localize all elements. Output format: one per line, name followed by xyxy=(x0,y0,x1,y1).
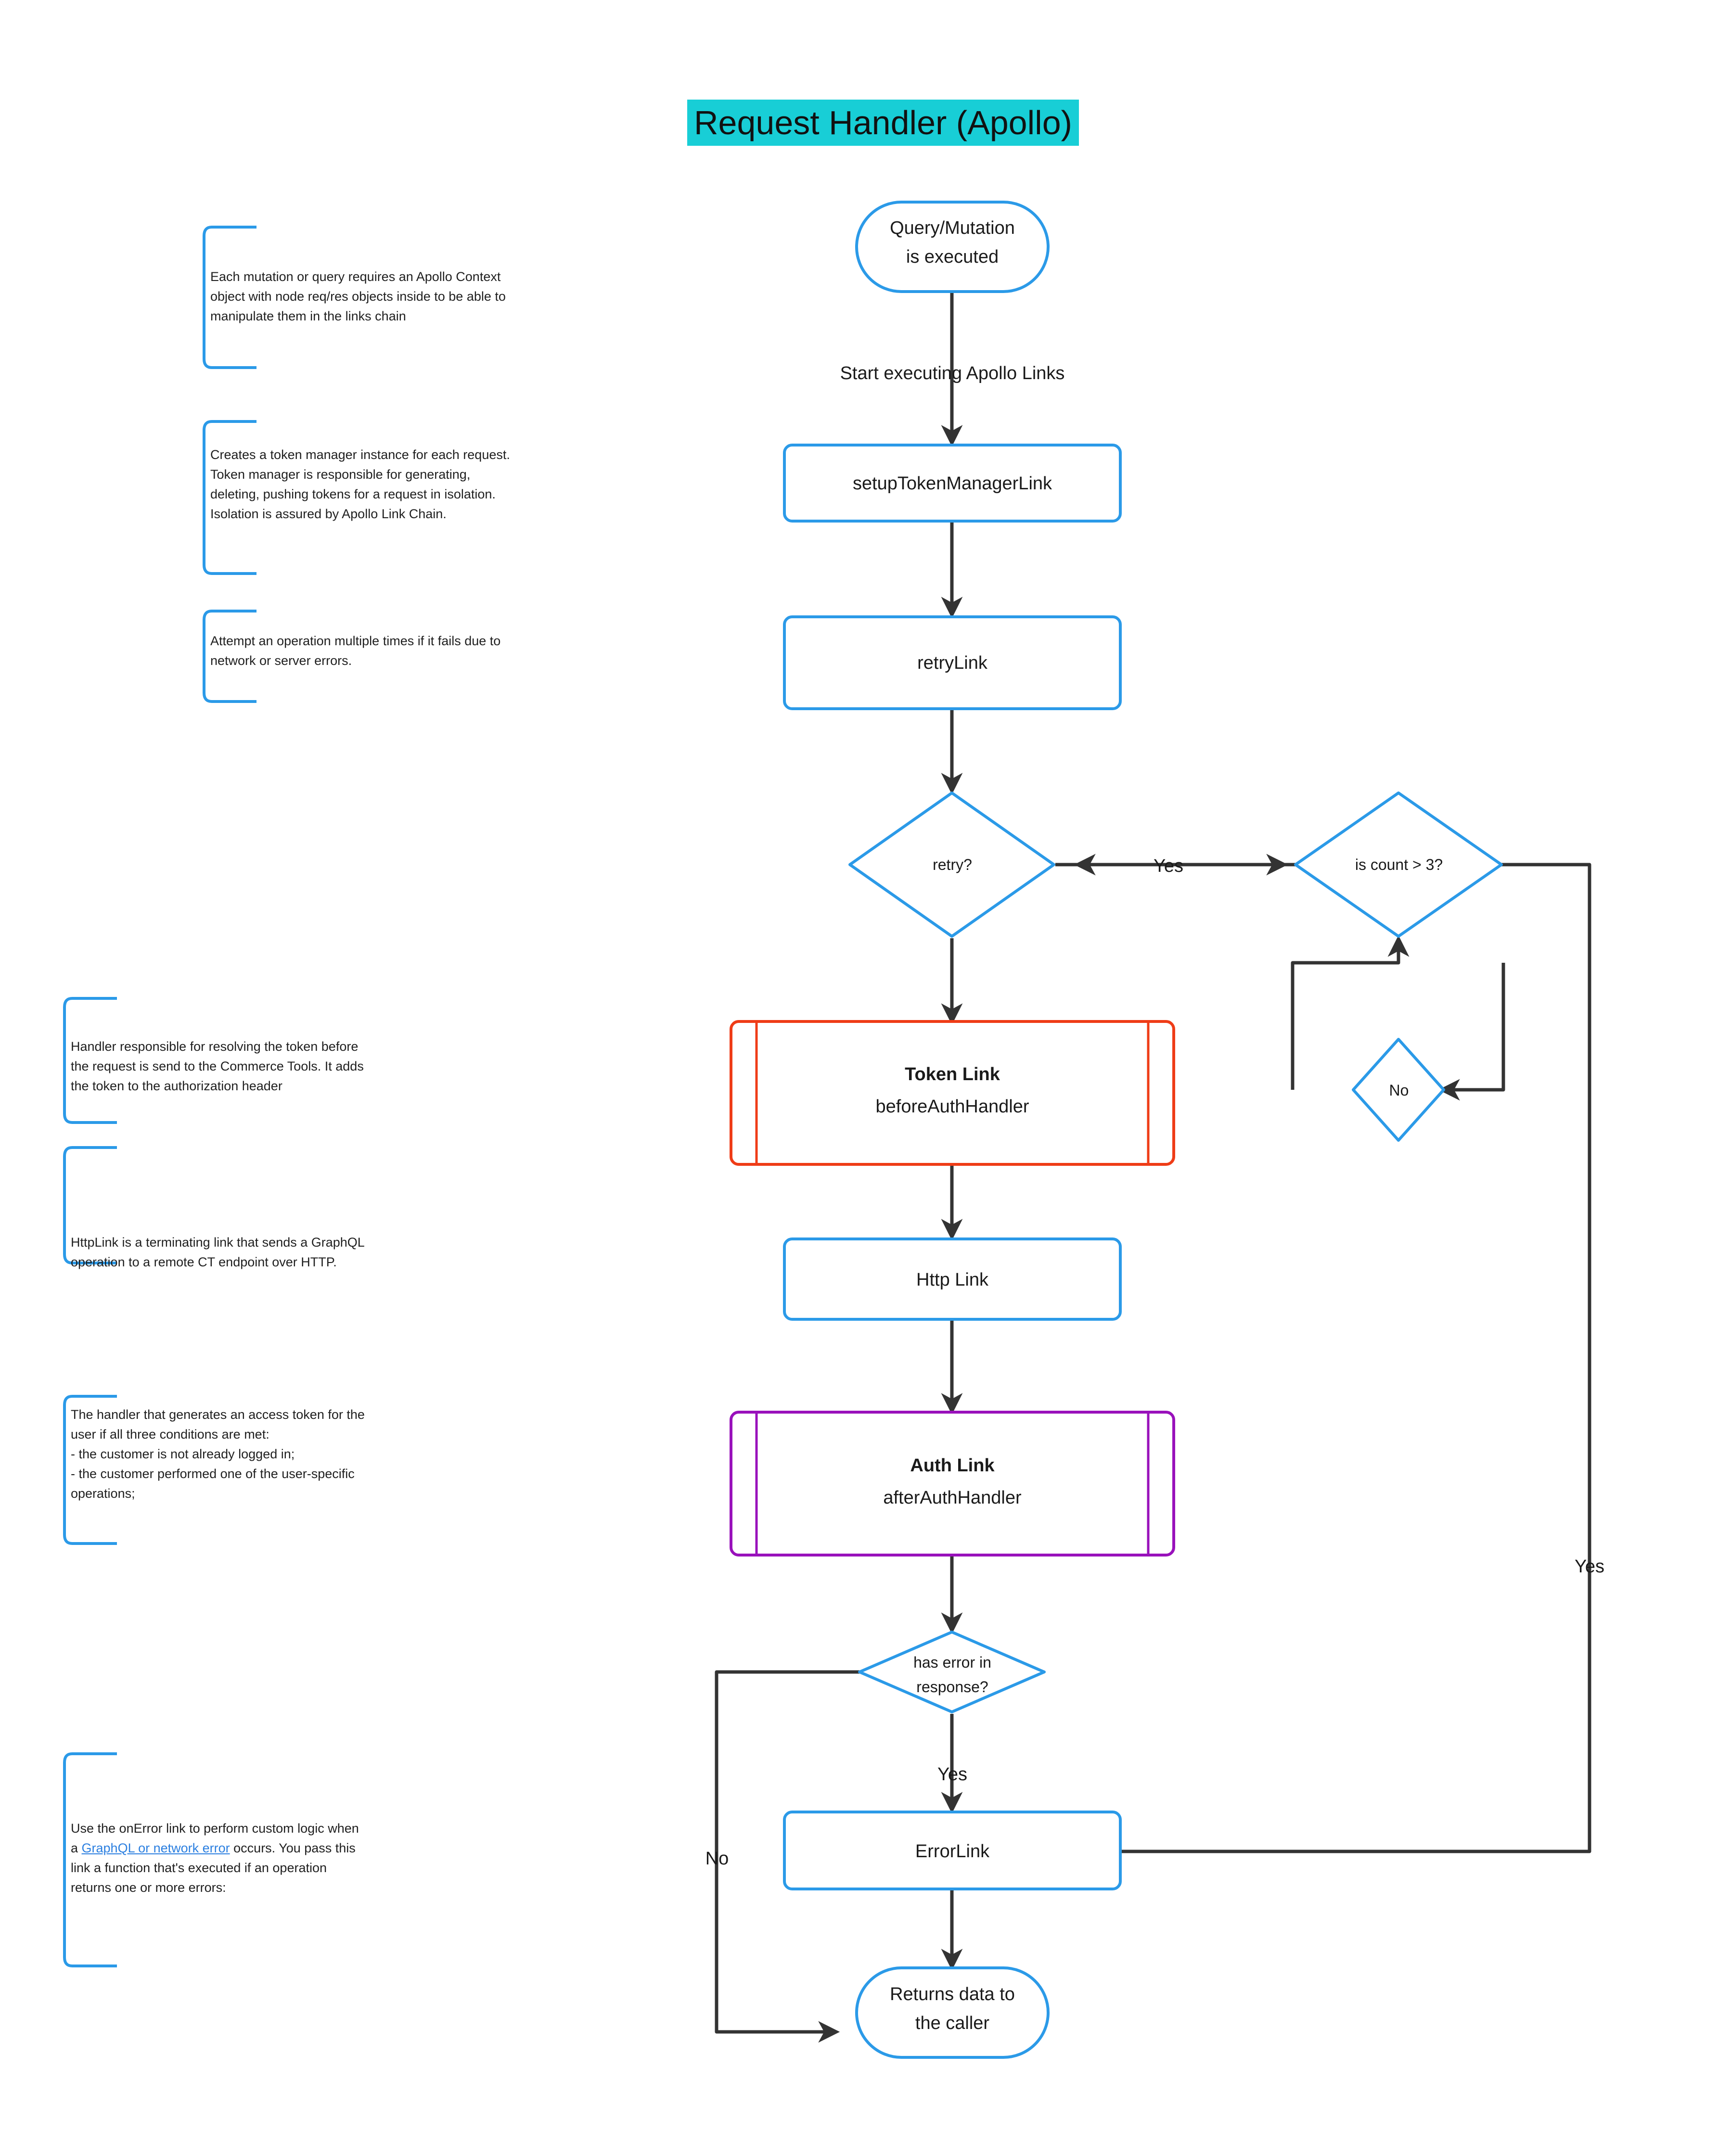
node-end-line1: Returns data to xyxy=(890,1984,1015,2004)
node-count-decision-label: is count > 3? xyxy=(1355,856,1443,873)
node-token-link[interactable]: Token Link beforeAuthHandler xyxy=(730,1020,1175,1166)
node-auth-link-title: Auth Link xyxy=(910,1455,995,1476)
edge-label-retry-yes: Yes xyxy=(1154,856,1183,876)
note-bracket-http-link xyxy=(63,1146,117,1264)
node-error-decision-line2: response? xyxy=(916,1678,988,1696)
edge-count-loop-right-to-no xyxy=(1438,963,1505,1101)
node-setup-token-manager-link[interactable]: setupTokenManagerLink xyxy=(783,444,1122,523)
node-auth-link-subtitle: afterAuthHandler xyxy=(883,1488,1022,1508)
edge-errorlink-yes-to-count xyxy=(1074,854,1591,1853)
node-retry-link-label: retryLink xyxy=(917,653,988,673)
node-token-link-title: Token Link xyxy=(905,1064,1000,1084)
node-start-line1: Query/Mutation xyxy=(890,218,1015,238)
note-token-link-text: Handler responsible for resolving the to… xyxy=(71,1039,364,1094)
node-end[interactable]: Returns data to the caller xyxy=(855,1966,1050,2059)
edge-no-loop-to-count xyxy=(1291,935,1410,1090)
node-error-decision-line1: has error in xyxy=(913,1654,991,1671)
page-title: Request Handler (Apollo) xyxy=(687,100,1079,146)
node-auth-link[interactable]: Auth Link afterAuthHandler xyxy=(730,1411,1175,1556)
node-no-decision[interactable]: No xyxy=(1352,1038,1445,1142)
node-no-decision-label: No xyxy=(1389,1082,1409,1099)
note-bracket-auth-link xyxy=(63,1395,117,1545)
node-setup-token-manager-link-label: setupTokenManagerLink xyxy=(853,473,1052,494)
note-bracket-token-manager xyxy=(203,420,256,575)
note-bracket-context xyxy=(203,226,256,369)
note-context-text: Each mutation or query requires an Apoll… xyxy=(210,269,506,324)
edge-label-error-yes: Yes xyxy=(937,1764,967,1785)
note-token-manager-text: Creates a token manager instance for eac… xyxy=(210,447,510,522)
note-error-link-text: Use the onError link to perform custom l… xyxy=(71,1821,359,1895)
node-retry-decision[interactable]: retry? xyxy=(848,791,1055,938)
edge-label-errorlink-yes: Yes xyxy=(1575,1556,1604,1577)
note-bracket-error-link xyxy=(63,1752,117,1967)
node-count-decision[interactable]: is count > 3? xyxy=(1294,791,1503,938)
page-title-text: Request Handler (Apollo) xyxy=(694,104,1072,141)
note-http-link-text: HttpLink is a terminating link that send… xyxy=(71,1235,365,1270)
node-http-link-label: Http Link xyxy=(916,1270,989,1290)
node-end-line2: the caller xyxy=(915,2013,990,2033)
node-error-decision[interactable]: has error in response? xyxy=(858,1631,1046,1713)
node-retry-link[interactable]: retryLink xyxy=(783,615,1122,710)
node-error-link[interactable]: ErrorLink xyxy=(783,1811,1122,1890)
note-bracket-token-link xyxy=(63,997,117,1124)
edge-error-no-to-end xyxy=(715,1670,859,2043)
note-retry-text: Attempt an operation multiple times if i… xyxy=(210,634,501,668)
node-http-link[interactable]: Http Link xyxy=(783,1237,1122,1321)
node-start-line2: is executed xyxy=(906,247,999,267)
edge-label-error-no: No xyxy=(705,1849,729,1869)
note-auth-link-text: The handler that generates an access tok… xyxy=(71,1407,365,1501)
node-error-link-label: ErrorLink xyxy=(915,1841,990,1862)
node-retry-decision-label: retry? xyxy=(933,856,972,873)
note-error-link-hyperlink[interactable]: GraphQL or network error xyxy=(81,1841,230,1856)
node-start[interactable]: Query/Mutation is executed xyxy=(855,201,1050,293)
edge-label-start-to-setup: Start executing Apollo Links xyxy=(840,363,1065,383)
note-bracket-retry xyxy=(203,610,256,703)
node-token-link-subtitle: beforeAuthHandler xyxy=(876,1097,1029,1117)
